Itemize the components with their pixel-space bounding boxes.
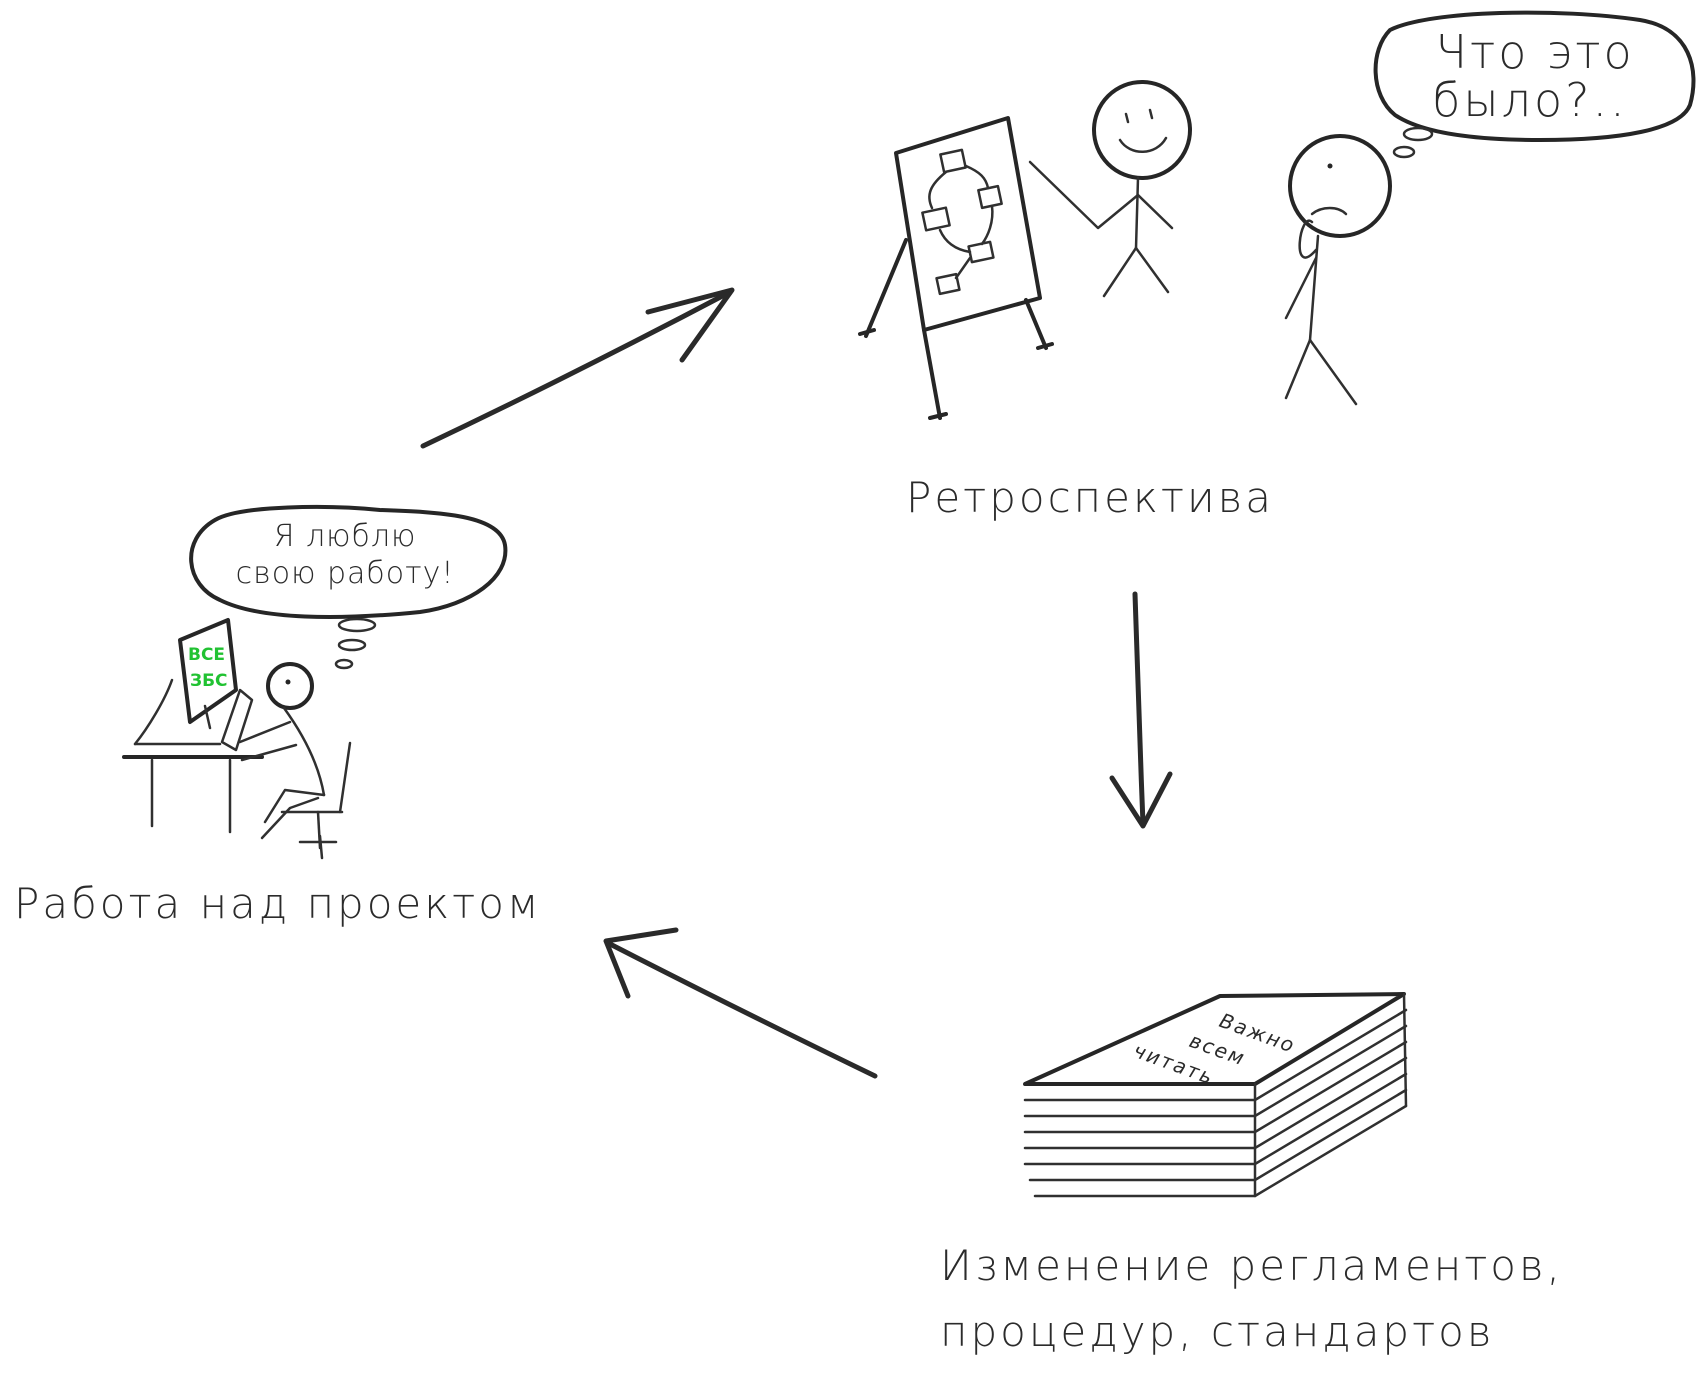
caption-retro: Ретроспектива [906,473,1274,522]
monitor-icon: ВСЕ ЗБС [178,618,238,730]
arrow-work-to-retro [420,287,735,449]
confused-thought-bubble: Что это было?.. [1373,10,1696,159]
document-stack-icon: Важно всем читать [1023,992,1408,1198]
screen-line1: ВСЕ [188,645,225,665]
confused-figure-icon [1284,134,1392,406]
screen-line2: ЗБС [190,671,228,691]
changes-node: Важно всем читать Изменение регламентов,… [940,992,1563,1356]
retro-node: Что это было?.. Ретроспектива [858,10,1696,522]
desk-icon [122,678,264,834]
worker-bubble-line2: свою работу! [236,556,455,591]
caption-changes-line1: Изменение регламентов, [940,1241,1563,1290]
caption-work: Работа над проектом [14,879,542,928]
worker-thought-bubble: Я люблю свою работу! [189,505,508,670]
worker-bubble-line1: Я люблю [274,519,417,554]
arrow-changes-to-work [603,927,878,1079]
work-node: Я люблю свою работу! ВСЕ ЗБС [14,505,542,928]
confused-bubble-line2: было?.. [1432,73,1628,127]
arrow-retro-to-changes [1109,591,1173,829]
confused-bubble-line1: Что это [1435,25,1634,79]
chair-icon [280,741,352,860]
presenter-figure-icon [1028,80,1192,298]
flipchart-icon [858,116,1054,420]
worker-figure-icon [220,662,326,840]
caption-changes-line2: процедур, стандартов [940,1307,1494,1356]
